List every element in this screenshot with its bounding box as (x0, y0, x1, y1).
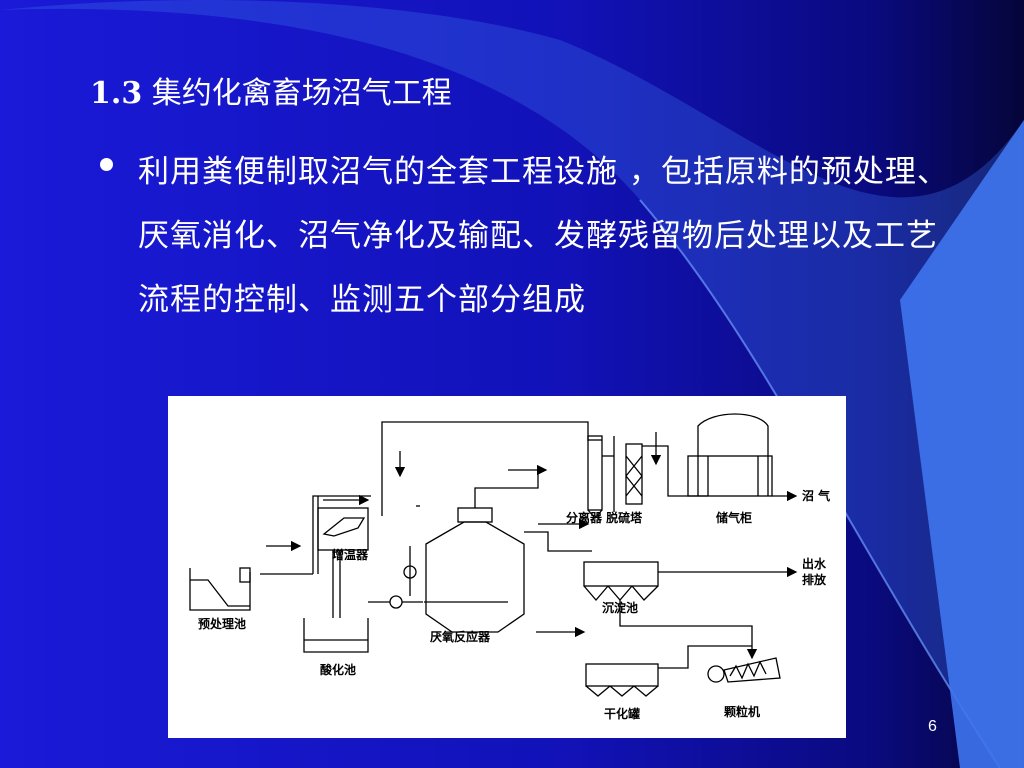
heater-shape (317, 494, 370, 551)
label-acid-tank: 酸化池 (320, 662, 356, 677)
settling-tank-shape (583, 561, 659, 601)
separator-shape (587, 435, 603, 519)
label-granulator: 颗粒机 (724, 704, 760, 719)
desulfurizer-shape (613, 436, 643, 512)
granulator-shape (707, 657, 781, 683)
label-pretreatment: 预处理池 (198, 616, 246, 631)
title-number: 1.3 (90, 76, 143, 111)
label-gas-holder: 储气柜 (716, 510, 752, 525)
flow-diagram-svg: 预处理池 酸化池 增温器 厌氧反应器 分离器 脱硫塔 储气柜 沼 气 出水 排放… (189, 413, 830, 721)
process-flow-diagram: 预处理池 酸化池 增温器 厌氧反应器 分离器 脱硫塔 储气柜 沼 气 出水 排放… (168, 396, 846, 738)
drying-tank-shape (585, 645, 752, 697)
label-water-out-2: 排放 (802, 572, 827, 587)
label-drying-tank: 干化罐 (604, 706, 640, 721)
label-separator-desulfurizer: 分离器 脱硫塔 (566, 510, 643, 525)
reactor-shape (416, 470, 539, 633)
page-number: 6 (928, 718, 937, 735)
bullet-text: 利用粪便制取沼气的全套工程设施 ，包括原料的预处理、厌氧消化、沼气净化及输配、发… (138, 154, 949, 318)
title-text: 集约化禽畜场沼气工程 (142, 76, 452, 111)
bullet-dot-icon (100, 158, 113, 171)
slide-title: 1.3 集约化禽畜场沼气工程 (90, 68, 452, 112)
label-water-out-1: 出水 (802, 556, 827, 571)
label-settling-tank: 沉淀池 (602, 600, 638, 615)
label-reactor: 厌氧反应器 (430, 629, 491, 644)
pretreatment-tank-shape (189, 540, 313, 611)
label-biogas-out: 沼 气 (802, 488, 830, 503)
acid-tank-shape (303, 550, 369, 653)
label-heater: 增温器 (332, 547, 369, 562)
gas-holder-shape (687, 413, 773, 497)
